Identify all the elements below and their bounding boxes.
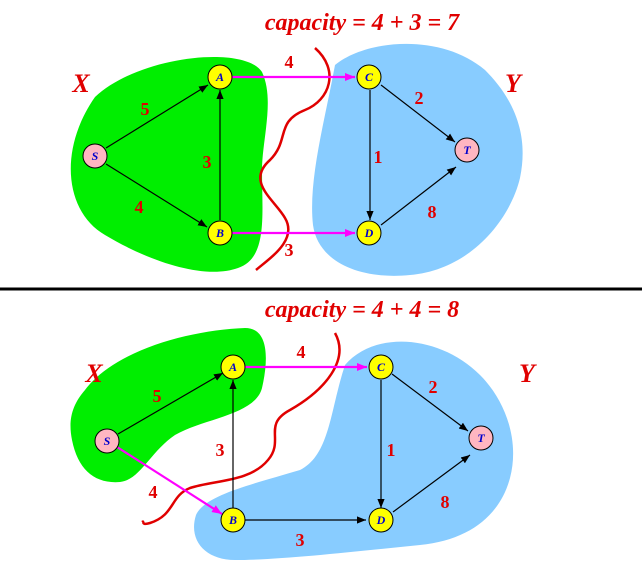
top-weight-b-a: 3 bbox=[203, 152, 212, 172]
top-node-t bbox=[454, 137, 480, 163]
bottom-node-c bbox=[368, 354, 394, 380]
top-weight-s-a: 5 bbox=[141, 99, 150, 119]
bottom-cut-line bbox=[141, 332, 341, 526]
top-set-x-region bbox=[70, 56, 268, 272]
bottom-node-t bbox=[468, 425, 494, 451]
bottom-set-y-region bbox=[194, 341, 514, 560]
bottom-node-d-label: D bbox=[376, 513, 386, 527]
top-weight-s-b: 4 bbox=[135, 197, 144, 217]
bottom-edge-c-t bbox=[391, 373, 469, 432]
bottom-edge-d-t bbox=[392, 454, 471, 513]
bottom-weight-c-d: 1 bbox=[387, 440, 396, 460]
top-node-a-label: A bbox=[215, 70, 224, 84]
top-weight-c-t: 2 bbox=[415, 88, 424, 108]
top-node-a bbox=[207, 64, 233, 90]
top-weight-d-t: 8 bbox=[428, 202, 437, 222]
top-edge-s-b bbox=[105, 163, 208, 228]
top-node-s-label: S bbox=[92, 149, 99, 163]
top-edge-s-a bbox=[105, 84, 209, 149]
bottom-node-s-label: S bbox=[104, 434, 111, 448]
bottom-set-x-label: X bbox=[84, 359, 103, 388]
bottom-weight-s-b: 4 bbox=[149, 482, 158, 502]
top-panel: S A B C D T 5 4 3 4 3 1 2 8 X Y capacity… bbox=[70, 10, 523, 276]
top-set-y-label: Y bbox=[505, 69, 523, 98]
top-weight-a-c: 4 bbox=[285, 52, 294, 72]
bottom-weight-a-c: 4 bbox=[297, 342, 306, 362]
bottom-weight-s-a: 5 bbox=[153, 386, 162, 406]
top-node-c bbox=[356, 64, 382, 90]
top-weight-b-d: 3 bbox=[285, 240, 294, 260]
bottom-node-b-label: B bbox=[228, 513, 237, 527]
bottom-node-c-label: C bbox=[377, 360, 386, 374]
bottom-edge-s-a bbox=[117, 372, 224, 435]
top-node-b-label: B bbox=[215, 226, 224, 240]
bottom-node-s bbox=[94, 428, 120, 454]
bottom-panel: S A B C D T 5 4 3 4 3 1 2 8 X Y capacity… bbox=[70, 297, 537, 560]
bottom-edge-s-b bbox=[116, 446, 223, 515]
top-node-d bbox=[356, 220, 382, 246]
top-node-s bbox=[82, 143, 108, 169]
bottom-node-a bbox=[220, 354, 246, 380]
top-weight-c-d: 1 bbox=[374, 147, 383, 167]
bottom-weight-b-a: 3 bbox=[216, 440, 225, 460]
top-node-t-label: T bbox=[463, 143, 471, 157]
top-set-y-region bbox=[312, 43, 523, 276]
top-node-b bbox=[207, 220, 233, 246]
bottom-weight-b-d: 3 bbox=[296, 530, 305, 550]
top-set-x-label: X bbox=[71, 69, 90, 98]
bottom-node-a-label: A bbox=[228, 360, 237, 374]
bottom-capacity-title: capacity = 4 + 4 = 8 bbox=[265, 297, 459, 323]
bottom-weight-c-t: 2 bbox=[429, 377, 438, 397]
top-edge-c-t bbox=[380, 84, 456, 143]
top-node-d-label: D bbox=[364, 226, 374, 240]
bottom-weight-d-t: 8 bbox=[441, 492, 450, 512]
top-capacity-title: capacity = 4 + 3 = 7 bbox=[265, 10, 460, 36]
bottom-set-y-label: Y bbox=[519, 359, 537, 388]
bottom-node-b bbox=[220, 507, 246, 533]
bottom-node-d bbox=[368, 507, 394, 533]
bottom-node-t-label: T bbox=[477, 431, 485, 445]
top-edge-d-t bbox=[380, 166, 457, 226]
top-node-c-label: C bbox=[365, 70, 374, 84]
